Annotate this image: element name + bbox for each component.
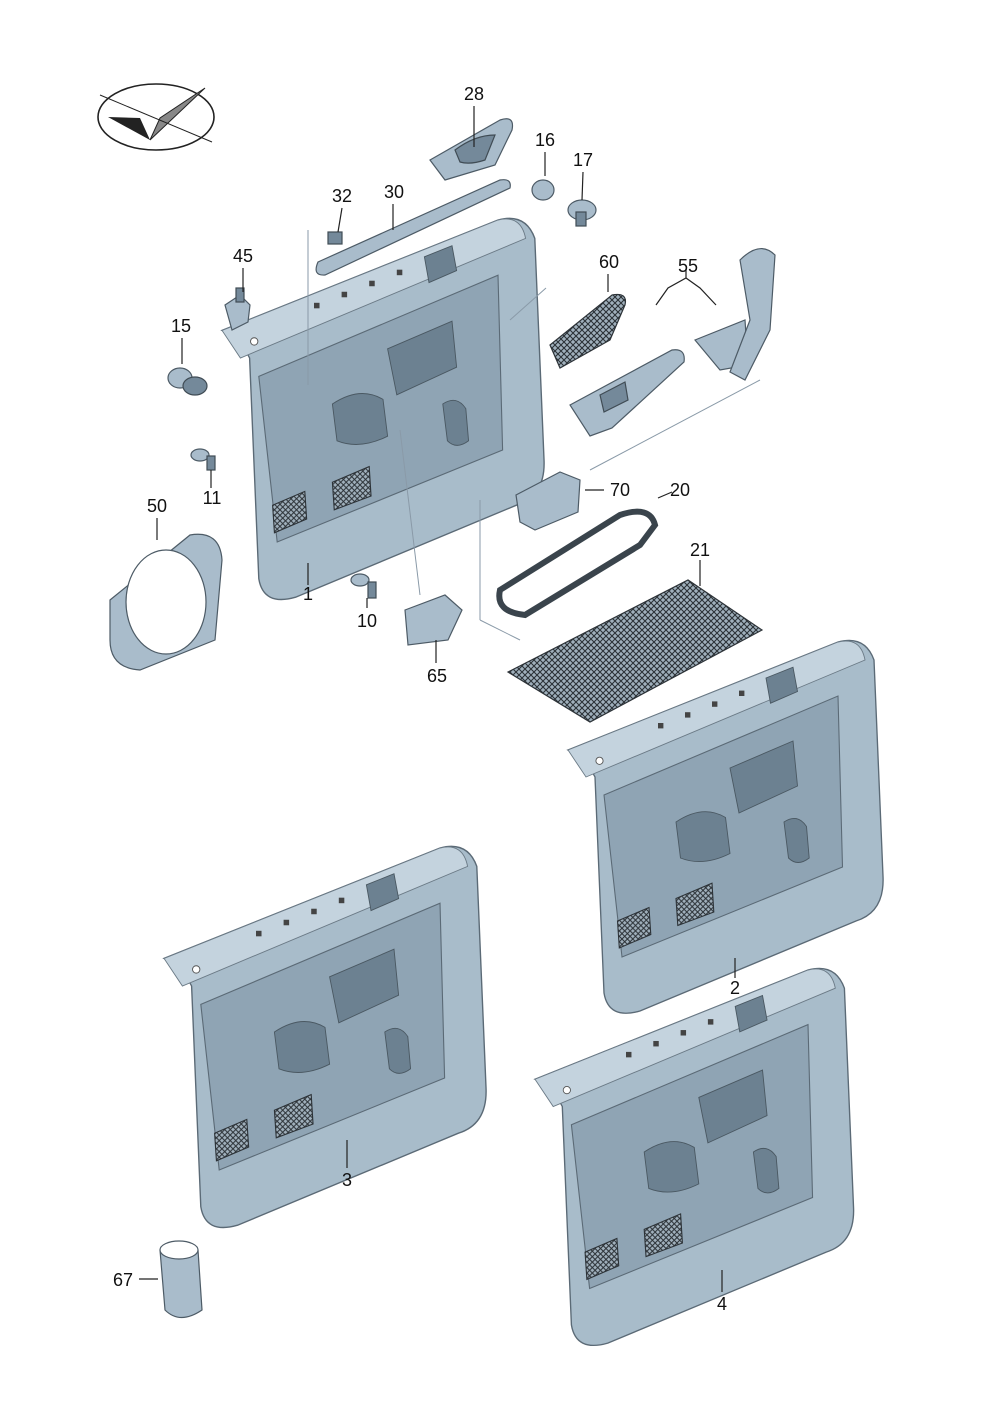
part-16-clip bbox=[531, 179, 555, 201]
part-15-fastener bbox=[167, 367, 208, 396]
label-3: 3 bbox=[342, 1170, 352, 1190]
label-32: 32 bbox=[332, 186, 352, 206]
label-65: 65 bbox=[427, 666, 447, 686]
leader-lines bbox=[139, 106, 736, 1292]
part-28-handle bbox=[429, 118, 514, 181]
label-30: 30 bbox=[384, 182, 404, 202]
label-67: 67 bbox=[113, 1270, 133, 1290]
label-20: 20 bbox=[670, 480, 690, 500]
label-21: 21 bbox=[690, 540, 710, 560]
label-11: 11 bbox=[203, 488, 222, 508]
part-11-screw bbox=[190, 448, 216, 471]
part-17-pin bbox=[567, 199, 597, 227]
part-60-cover bbox=[549, 293, 627, 369]
label-55: 55 bbox=[678, 256, 698, 276]
label-28: 28 bbox=[464, 84, 484, 104]
part-10-screw bbox=[350, 573, 377, 599]
label-17: 17 bbox=[573, 150, 593, 170]
guide-lines bbox=[307, 230, 761, 641]
part-67-knob bbox=[159, 1240, 203, 1319]
part-45-clip bbox=[224, 287, 251, 331]
label-70: 70 bbox=[610, 480, 630, 500]
label-16: 16 bbox=[535, 130, 555, 150]
part-30-strip bbox=[315, 179, 511, 276]
checkmark-emblem-icon bbox=[97, 83, 215, 151]
label-60: 60 bbox=[599, 252, 619, 272]
label-45: 45 bbox=[233, 246, 253, 266]
label-4: 4 bbox=[717, 1294, 727, 1314]
part-50-speaker-ring bbox=[109, 533, 223, 671]
label-1: 1 bbox=[303, 584, 313, 604]
part-20-frame bbox=[496, 508, 659, 619]
part-21-mat bbox=[506, 579, 764, 723]
door-panel-3 bbox=[163, 845, 487, 1229]
label-15: 15 bbox=[171, 316, 191, 336]
part-labels: 28 16 17 32 30 45 60 55 15 11 70 20 50 2… bbox=[113, 84, 740, 1314]
door-panel-1 bbox=[221, 217, 545, 601]
part-65-switch bbox=[404, 594, 463, 646]
part-55-armrest bbox=[569, 248, 776, 437]
part-32-clip bbox=[327, 231, 343, 245]
label-10: 10 bbox=[357, 611, 377, 631]
door-panel-4 bbox=[534, 967, 855, 1347]
part-70-bracket bbox=[515, 471, 581, 531]
label-2: 2 bbox=[730, 978, 740, 998]
label-50: 50 bbox=[147, 496, 167, 516]
